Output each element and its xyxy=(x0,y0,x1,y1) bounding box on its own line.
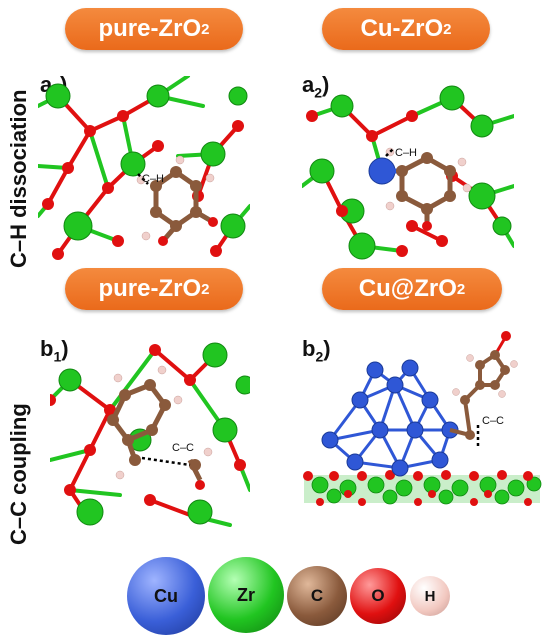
panel-label-paren: ) xyxy=(322,72,330,97)
legend-cu-symbol: Cu xyxy=(154,585,178,606)
header-subscript: 2 xyxy=(201,20,210,38)
bond-label-b2: C–C xyxy=(482,415,504,427)
header-text: pure-ZrO xyxy=(98,15,202,42)
legend-zr-symbol: Zr xyxy=(237,584,255,605)
panel-label-a2: a2) xyxy=(302,72,329,100)
legend-c-symbol: C xyxy=(310,586,324,605)
legend-h-atom: H xyxy=(410,576,450,616)
legend-o-symbol: O xyxy=(371,586,385,605)
panel-label-index: 2 xyxy=(315,348,324,365)
row-label-cc-coupling: C–C coupling xyxy=(6,403,31,545)
panel-label-paren: ) xyxy=(61,336,69,361)
structure-a2-cu-zro2-ch: C–H xyxy=(302,85,514,260)
panel-label-letter: b xyxy=(40,336,54,361)
legend-cu-atom: Cu xyxy=(127,557,205,635)
structure-b2-cu-cluster-on-zro2: C–C xyxy=(303,331,542,506)
header-subscript: 2 xyxy=(443,20,452,38)
legend-zr-atom: Zr xyxy=(208,557,284,633)
bond-label-a2: C–H xyxy=(395,147,417,159)
header-text: pure-ZrO xyxy=(98,275,202,302)
panel-label-letter: b xyxy=(302,336,316,361)
panel-label-index: 2 xyxy=(314,84,323,101)
legend-h-symbol: H xyxy=(424,587,436,605)
panel-label-b2: b2) xyxy=(302,336,331,364)
header-text: Cu@ZrO xyxy=(358,275,457,302)
legend-o-atom: O xyxy=(350,568,406,624)
bond-label-b1: C–C xyxy=(172,442,194,454)
legend-c-atom: C xyxy=(287,566,347,626)
row-label-ch-dissociation: C–H dissociation xyxy=(6,89,31,268)
panel-label-paren: ) xyxy=(323,336,331,361)
panel-label-paren: ) xyxy=(60,72,68,97)
panel-label-index: 1 xyxy=(53,348,62,365)
panel-label-b1: b1) xyxy=(40,336,69,364)
header-subscript: 2 xyxy=(201,280,210,298)
bond-label-a1: C–H xyxy=(142,173,164,185)
header-subscript: 2 xyxy=(456,280,466,298)
header-text: Cu-ZrO xyxy=(360,15,444,42)
panel-label-letter: a xyxy=(302,72,315,97)
structure-b1-pure-zro2-cc: C–C xyxy=(50,342,250,527)
structure-a1-pure-zro2-ch: C–H xyxy=(38,76,250,260)
